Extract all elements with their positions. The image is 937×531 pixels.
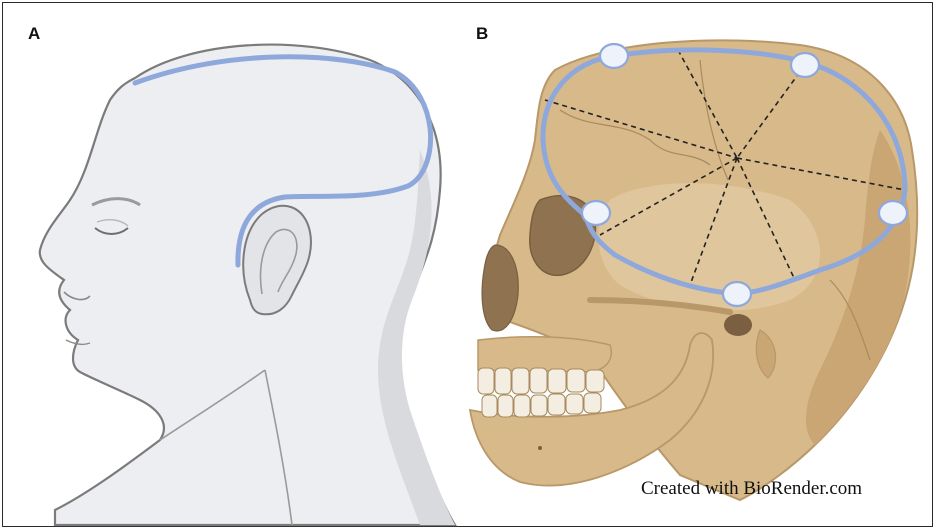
panel-a-label: A (28, 24, 40, 44)
skull-lateral-icon (470, 40, 917, 500)
electrode-node (791, 53, 819, 77)
electrode-node (879, 201, 907, 225)
head-profile-icon (40, 45, 455, 525)
panel-b-label: B (476, 24, 488, 44)
electrode-node (600, 44, 628, 68)
electrode-node (723, 282, 751, 306)
electrode-node (582, 201, 610, 225)
credit-text: Created with BioRender.com (641, 478, 862, 500)
